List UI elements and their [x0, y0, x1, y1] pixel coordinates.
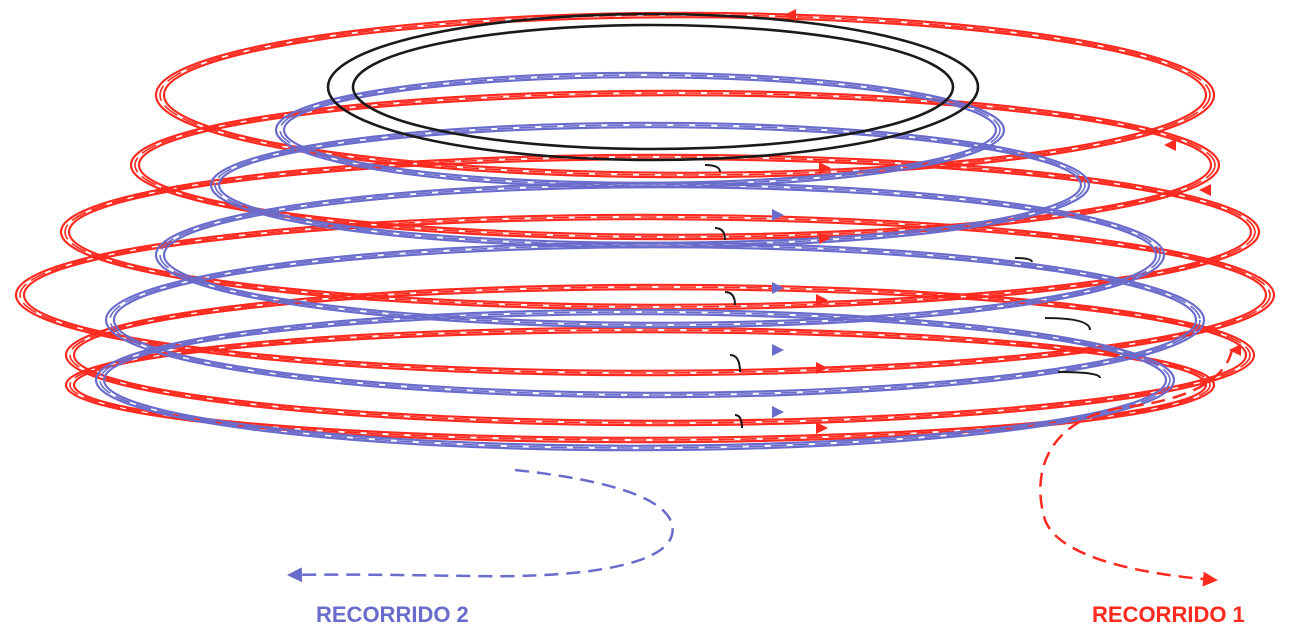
level-connectors	[704, 164, 1101, 429]
route-1-turn-6-inner-edge	[72, 331, 1208, 439]
route-1-spiral	[14, 11, 1276, 444]
route-1-direction-arrow-1	[784, 9, 796, 21]
route-2-turn-3-centerline	[159, 184, 1161, 326]
route-1-direction-arrow-2	[819, 162, 831, 174]
route-1-turn-6-centerline	[69, 329, 1211, 441]
level-connector-3	[724, 291, 736, 306]
route-2-exit-path	[287, 468, 674, 583]
level-connector-5	[734, 414, 743, 429]
core-ring-outer	[326, 12, 980, 162]
route-2-turn-5-centerline	[99, 311, 1171, 449]
route-2-label: RECORRIDO 2	[316, 602, 469, 627]
route-1-direction-arrow-4	[816, 294, 828, 306]
route-2-turn-1-centerline	[279, 74, 1001, 186]
route-1-direction-arrow-11	[1164, 139, 1176, 151]
route-2-turn-3	[154, 181, 1166, 329]
route-1-direction-arrow-5	[816, 362, 828, 374]
route-1-turn-2-centerline	[134, 92, 1216, 238]
route-2-turn-5-inner-edge	[102, 313, 1168, 447]
level-connector-6	[1014, 257, 1033, 263]
route-1-turn-5-inner-edge	[72, 288, 1248, 422]
route-1-turn-1-centerline	[159, 14, 1211, 176]
route-2-turn-4	[104, 241, 1206, 399]
route-2-direction-arrow-7	[772, 209, 784, 221]
direction-arrows	[772, 9, 1241, 434]
level-connector-1	[704, 164, 721, 173]
route-1-turn-4-outer-edge	[14, 213, 1276, 377]
route-2-turn-3-outer-edge	[154, 181, 1166, 329]
route-1-turn-2-inner-edge	[137, 94, 1213, 236]
route-2-turn-5-outer-edge	[94, 308, 1176, 452]
route-1-turn-5	[64, 283, 1256, 427]
route-2-direction-arrow-10	[772, 406, 784, 418]
route-1-exit-path	[1039, 349, 1234, 587]
route-2-direction-arrow-8	[772, 282, 784, 294]
level-connector-8	[1057, 371, 1101, 379]
route-2-turn-4-inner-edge	[112, 246, 1198, 394]
route-1-turn-1-inner-edge	[162, 16, 1208, 174]
level-connector-2	[714, 227, 726, 241]
central-core-ring	[326, 12, 980, 162]
level-connector-7	[1044, 317, 1091, 331]
core-ring-inner	[351, 23, 955, 151]
route-1-direction-arrow-3	[819, 232, 831, 244]
route-2-turn-4-centerline	[109, 244, 1201, 396]
route-2-direction-arrow-9	[772, 344, 784, 356]
route-1-direction-arrow-6	[816, 422, 828, 434]
route-1-turn-1	[154, 11, 1216, 179]
route-2-turn-5	[94, 308, 1176, 452]
route-1-turn-5-outer-edge	[64, 283, 1256, 427]
route-1-turn-4	[14, 213, 1276, 377]
route-1-direction-arrow-12	[1199, 184, 1211, 196]
route-1-label: RECORRIDO 1	[1092, 602, 1245, 627]
route-2-turn-4-outer-edge	[104, 241, 1206, 399]
route-1-turn-2	[129, 89, 1221, 241]
route-1-direction-arrow-13	[1229, 344, 1241, 356]
route-1-turn-4-centerline	[19, 216, 1271, 374]
route-1-turn-5-centerline	[69, 286, 1251, 424]
route-1-turn-1-outer-edge	[154, 11, 1216, 179]
route-2-spiral	[94, 71, 1206, 452]
route-1-turn-2-outer-edge	[129, 89, 1221, 241]
route-2-turn-3-inner-edge	[162, 186, 1158, 324]
level-connector-4	[729, 354, 741, 373]
route-1-turn-3-centerline	[64, 156, 1256, 308]
route-1-turn-4-inner-edge	[22, 218, 1268, 372]
